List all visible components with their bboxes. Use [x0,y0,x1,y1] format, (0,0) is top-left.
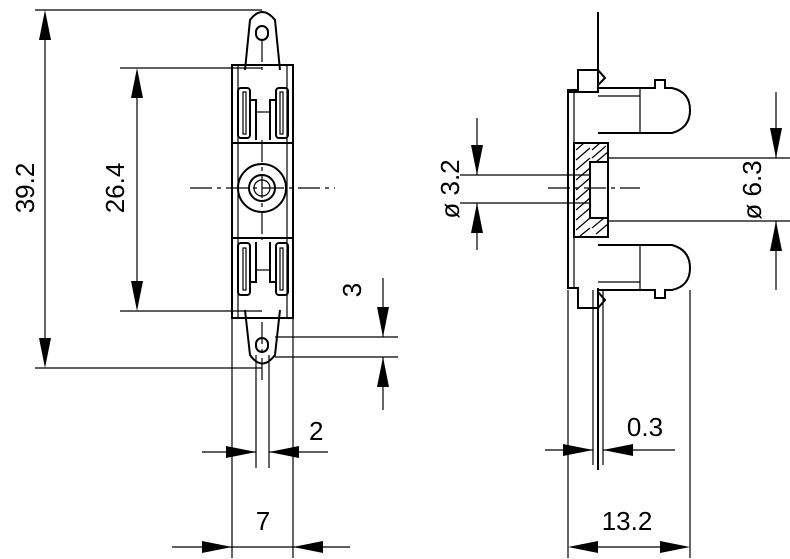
label-outer-diameter: ø 6.3 [737,160,767,219]
dimension-lug-height: 3 [275,278,398,410]
label-overall-depth: 13.2 [602,506,653,536]
label-body-width: 7 [256,506,270,536]
label-overall-length: 39.2 [10,163,40,214]
label-lug-width: 2 [309,416,323,446]
label-bore-diameter: ø 3.2 [435,159,465,218]
label-plate-thickness: 0.3 [627,412,663,442]
dimension-outer-diameter: ø 6.3 [608,92,790,290]
dimension-body-width: 7 [172,318,350,558]
dimension-lug-width: 2 [202,355,328,468]
dimension-overall-length: 39.2 [10,9,262,369]
dimension-plate-thickness: 0.3 [545,290,675,465]
dimension-bore-diameter: ø 3.2 [435,118,590,250]
front-view [190,11,335,380]
side-view [548,12,692,470]
dimension-overall-depth: 13.2 [567,290,691,558]
dimension-hole-pitch: 26.4 [100,67,262,312]
label-lug-height: 3 [337,283,367,297]
label-hole-pitch: 26.4 [100,163,130,214]
